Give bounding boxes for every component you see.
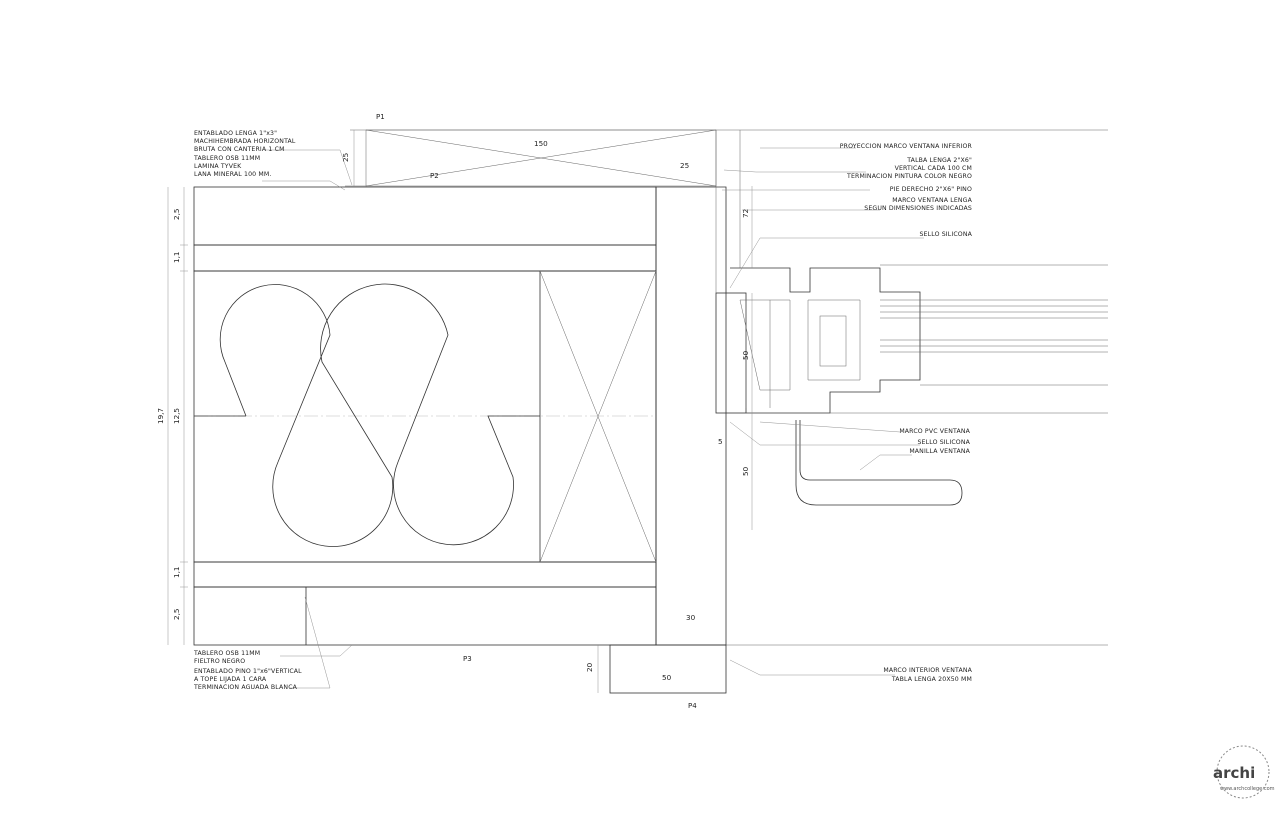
dim-right-72: 72 xyxy=(741,209,750,218)
dim-left-19-7: 19,7 xyxy=(156,408,165,424)
dim-bottom-50: 50 xyxy=(662,673,672,682)
dim-left-bottom-2-5: 2,5 xyxy=(172,609,181,620)
dim-left-top-1-1: 1,1 xyxy=(172,252,181,263)
dim-left-bottom-1-1: 1,1 xyxy=(172,567,181,578)
notes-left-top: ENTABLADO LENGA 1"x3" MACHIHEMBRADA HORI… xyxy=(193,130,296,178)
note-line: TALBA LENGA 2"X6" xyxy=(906,157,972,164)
dim-top-25-left: 25 xyxy=(341,153,350,162)
note-line: ENTABLADO LENGA 1"x3" xyxy=(194,130,277,137)
note-line: PIE DERECHO 2"X6" PINO xyxy=(890,186,972,193)
point-p1: P1 xyxy=(376,113,385,121)
note-line: TERMINACION PINTURA COLOR NEGRO xyxy=(846,173,972,180)
dimension-lines xyxy=(167,130,753,693)
note-line: A TOPE LIJADA 1 CARA xyxy=(194,676,267,683)
note-line: MANILLA VENTANA xyxy=(909,448,970,455)
note-line: TERMINACION AGUADA BLANCA xyxy=(193,684,298,691)
wall-section xyxy=(193,186,727,646)
dim-window-50-b: 50 xyxy=(741,466,750,476)
dim-left-top-2-5: 2,5 xyxy=(172,209,181,220)
dim-window-5: 5 xyxy=(718,437,723,446)
note-line: LAMINA TYVEK xyxy=(194,163,242,170)
watermark-text: archi xyxy=(1213,764,1255,782)
note-line: MACHIHEMBRADA HORIZONTAL xyxy=(194,138,296,145)
dim-left-12-5: 12,5 xyxy=(172,408,181,424)
dim-window-50-a: 50 xyxy=(741,350,750,360)
note-line: MARCO VENTANA LENGA xyxy=(892,197,972,204)
note-line: FIELTRO NEGRO xyxy=(194,658,245,665)
note-line: TABLERO OSB 11MM xyxy=(193,650,260,657)
note-line: BRUTA CON CANTERIA 1 CM xyxy=(194,146,285,153)
bottom-trim xyxy=(609,644,727,694)
notes-left-bottom: TABLERO OSB 11MM FIELTRO NEGRO ENTABLADO… xyxy=(193,650,302,691)
note-line: TABLERO OSB 11MM xyxy=(193,155,260,162)
point-p3: P3 xyxy=(463,655,472,663)
notes-right: PROYECCION MARCO VENTANA INFERIOR TALBA … xyxy=(840,143,973,683)
dim-top-150: 150 xyxy=(534,139,548,148)
top-profile xyxy=(345,129,1108,187)
point-p4: P4 xyxy=(688,702,697,710)
note-line: MARCO PVC VENTANA xyxy=(899,428,970,435)
note-line: SELLO SILICONA xyxy=(917,439,970,446)
window-frame xyxy=(715,130,1108,646)
insulation-symbol xyxy=(194,283,540,547)
note-line: SELLO SILICONA xyxy=(919,231,972,238)
dim-right-30: 30 xyxy=(686,613,696,622)
note-line: VERTICAL CADA 100 CM xyxy=(895,165,972,172)
watermark-url: www.archcollege.com xyxy=(1220,786,1275,792)
note-line: PROYECCION MARCO VENTANA INFERIOR xyxy=(840,143,973,150)
note-line: LANA MINERAL 100 MM. xyxy=(194,171,271,178)
dim-top-25-right: 25 xyxy=(680,161,689,170)
point-p2: P2 xyxy=(430,172,439,180)
dim-bottom-20: 20 xyxy=(585,662,594,672)
note-line: MARCO INTERIOR VENTANA xyxy=(883,667,972,674)
note-line: TABLA LENGA 20X50 MM xyxy=(891,676,972,683)
note-line: ENTABLADO PINO 1"x6"VERTICAL xyxy=(194,668,302,675)
note-leaders xyxy=(262,147,924,689)
watermark-logo: archi www.archcollege.com xyxy=(1213,745,1275,799)
note-line: SEGUN DIMENSIONES INDICADAS xyxy=(864,205,972,212)
